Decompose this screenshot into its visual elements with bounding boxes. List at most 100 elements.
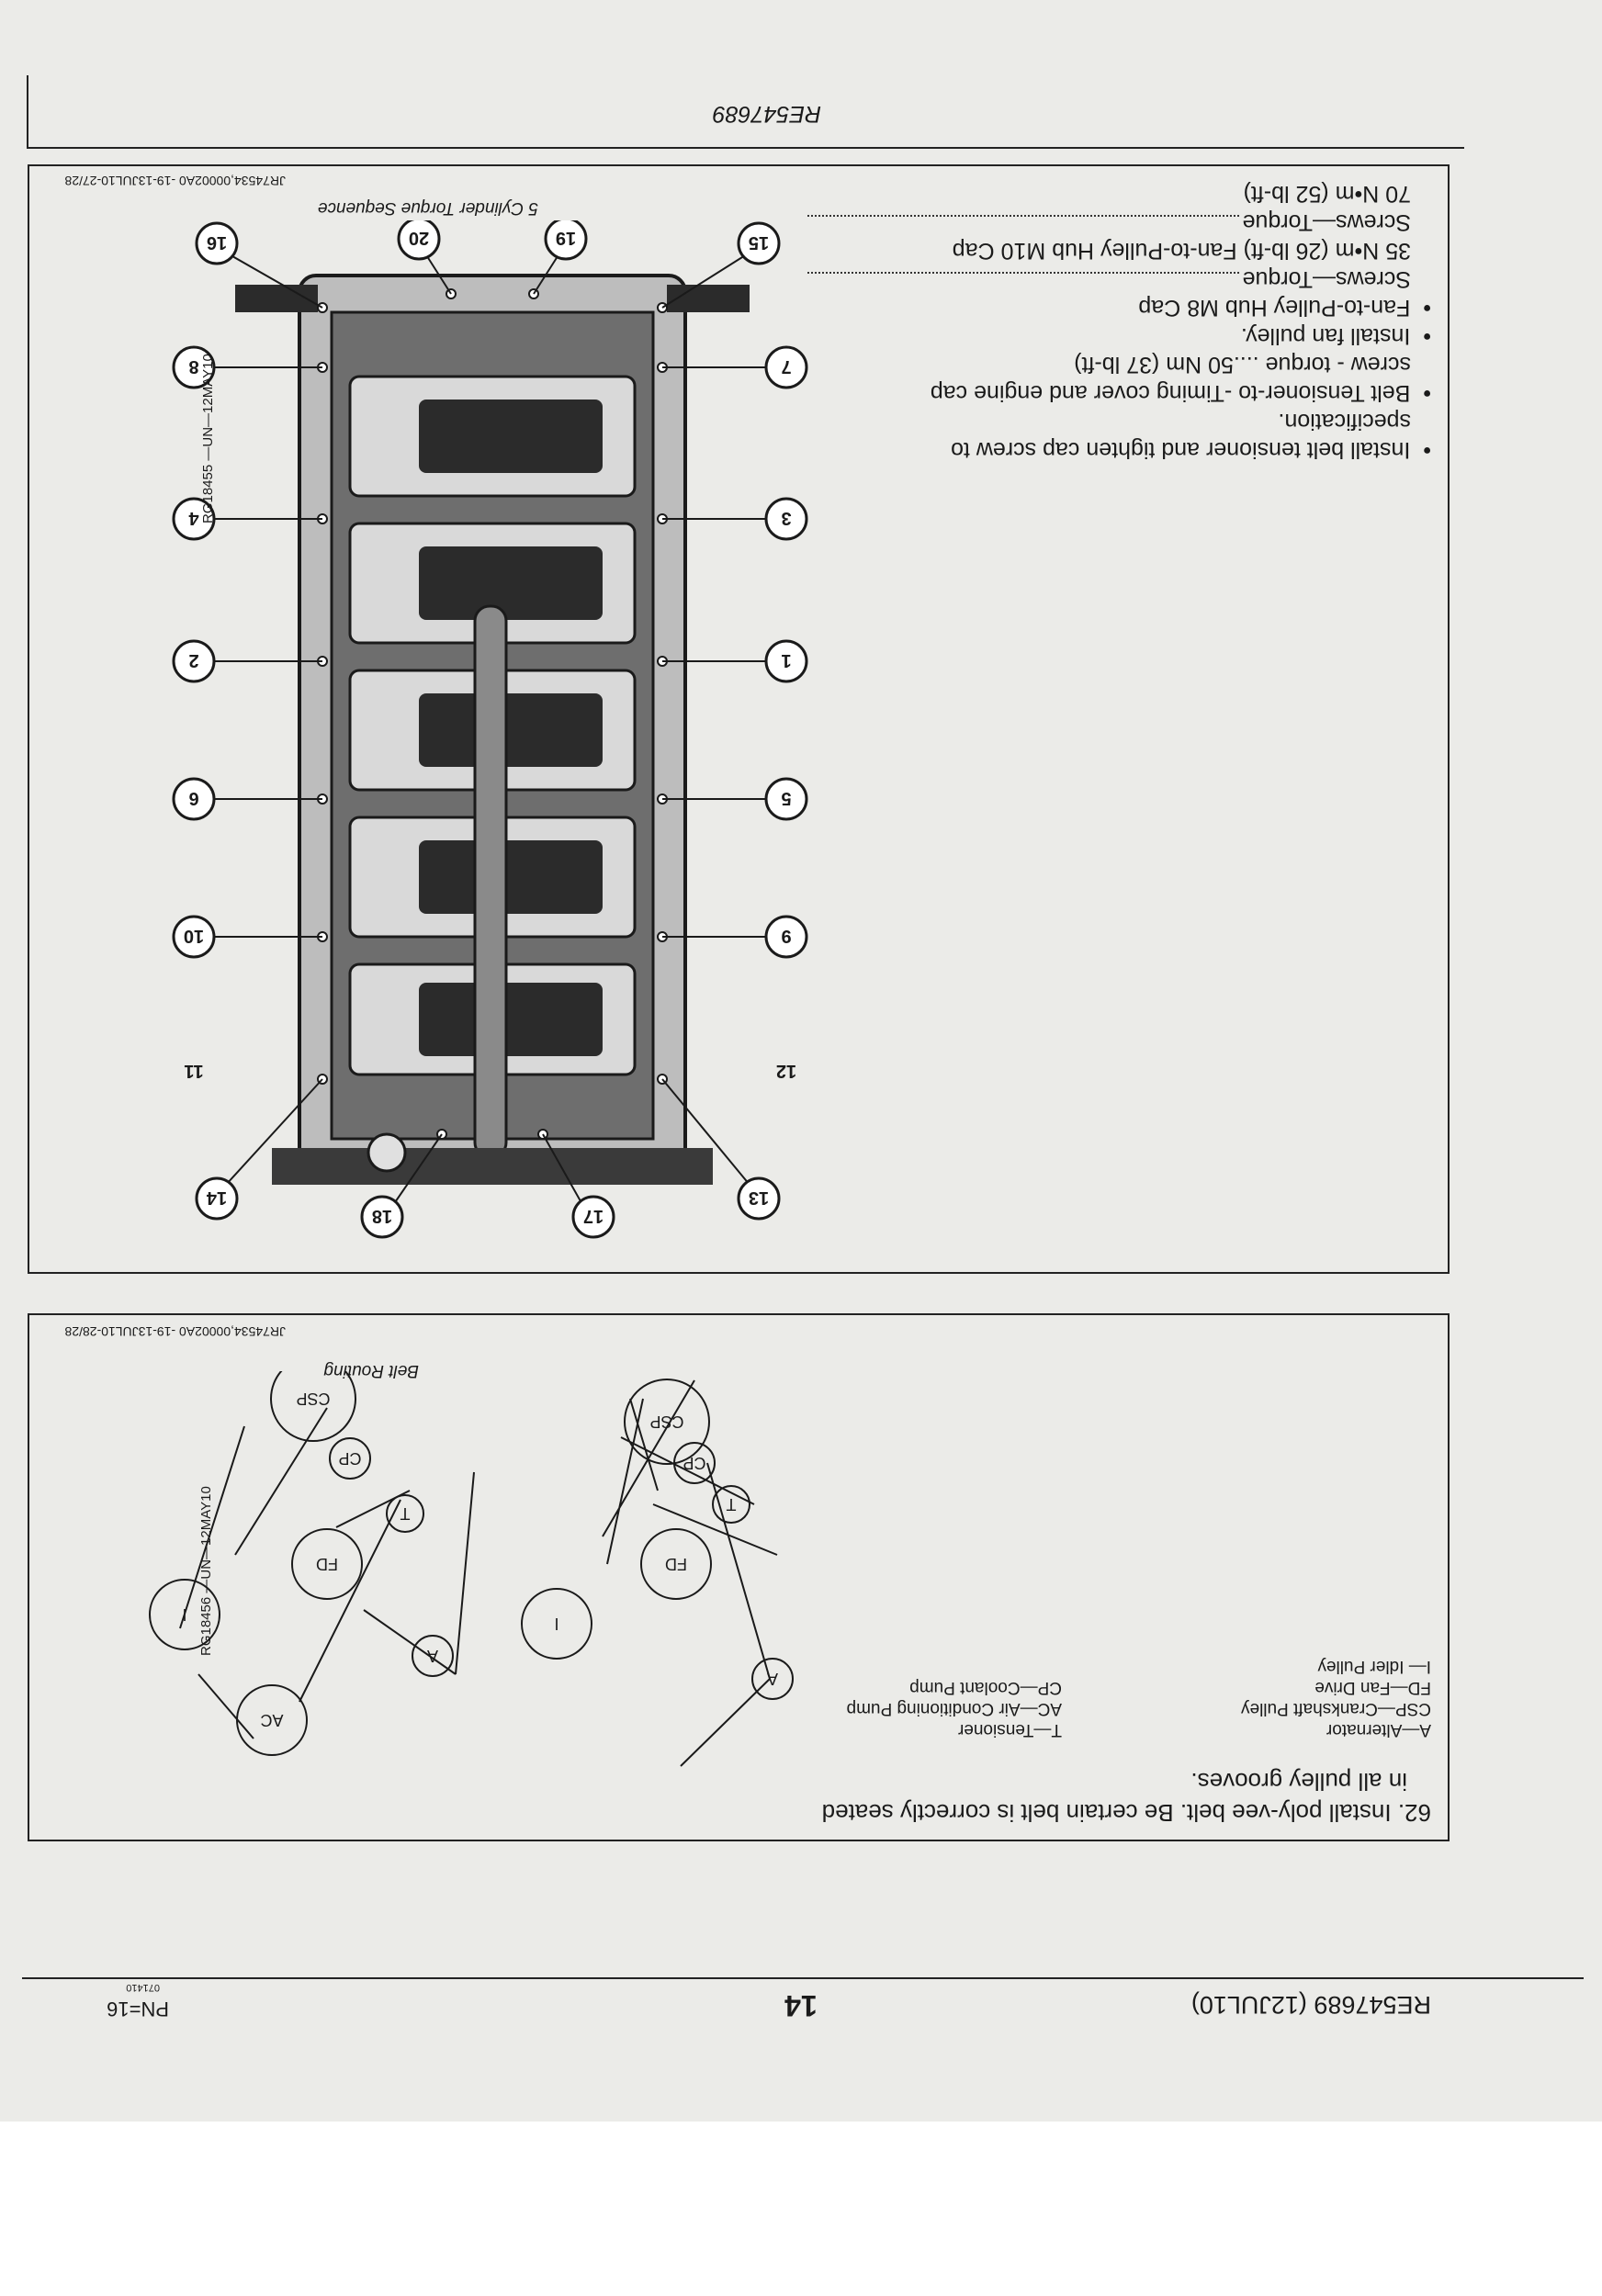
pulley-t-2 (386, 1494, 424, 1533)
callout-17: 17 (583, 1206, 604, 1226)
date-code: 071410 (126, 1982, 160, 1993)
legend-tensioner: T—Tensioner (958, 1720, 1062, 1739)
bullet-4: • Fan-to-Pulley Hub M8 Cap (1138, 295, 1431, 321)
legend-alternator: A—Alternator (1326, 1720, 1431, 1739)
label-cp-2: CP (338, 1449, 361, 1468)
callout-circle-5 (764, 777, 808, 821)
callout-5: 5 (781, 788, 791, 808)
label-a-1: A (767, 1670, 778, 1688)
callout-9: 9 (781, 926, 791, 946)
callout-8: 8 (188, 356, 198, 377)
pulley-a-1 (751, 1658, 794, 1700)
torque-line-1: Screws—Torque (807, 264, 1431, 293)
legend-idler: I— Idler Pulley (1317, 1657, 1431, 1676)
label-t-2: T (400, 1504, 411, 1523)
callout-4: 4 (188, 508, 199, 528)
callout-2: 2 (188, 650, 198, 670)
legend-crankshaft: CSP—Crankshaft Pulley (1241, 1699, 1431, 1718)
bullet-3: • Install fan pulley. (1240, 323, 1431, 349)
pulley-cp-2 (329, 1437, 371, 1480)
bullet-1-text: Install belt tensioner and tighten cap s… (951, 437, 1411, 463)
torque-ref-code: JR74534,00002A0 -19-13JUL10-27/28 (64, 174, 286, 188)
instruction-block: • Install belt tensioner and tighten cap… (807, 179, 1431, 464)
pulley-a-2 (412, 1635, 454, 1677)
bullet-2-cont: screw - torque ....50 Nm (37 lb-ft) (1074, 352, 1411, 377)
callout-20: 20 (409, 228, 429, 248)
callout-circle-15 (737, 221, 781, 265)
callout-circle-20 (397, 220, 441, 261)
callout-circle-18 (360, 1195, 404, 1239)
bullet-2-text: Belt Tensioner-to -Timing cover and engi… (930, 380, 1411, 406)
label-a-2: A (427, 1647, 438, 1665)
callout-circle-17 (571, 1195, 615, 1239)
bullet-1: • Install belt tensioner and tighten cap… (951, 437, 1431, 463)
page-rotated: RE547689 (12JUL10) 14 PN=16 071410 62. I… (22, 75, 1584, 2022)
step-62-line1: 62. Install poly-vee belt. Be certain be… (821, 1799, 1431, 1827)
belt-image-id: RG18456 —UN—12MAY10 (198, 1486, 214, 1656)
header-rule (22, 1977, 1584, 1979)
engine-block-illustration: 9 10 5 6 1 2 3 4 7 8 13 14 17 18 15 16 1… (172, 220, 808, 1239)
callout-13: 13 (749, 1187, 769, 1208)
pulley-csp-2 (270, 1371, 356, 1442)
callout-19: 19 (556, 228, 576, 248)
callout-circle-6 (172, 777, 216, 821)
label-csp-2: CSP (296, 1390, 330, 1408)
bullet-3-text: Install fan pulley. (1240, 323, 1411, 349)
pulley-t-1 (712, 1485, 750, 1524)
pulley-i-2 (149, 1579, 220, 1650)
callout-11-text: 11 (184, 1061, 203, 1081)
torque-value-1: 35 N•m (26 lb-ft) Fan-to-Pulley Hub M10 … (952, 238, 1411, 264)
callout-12-text: 12 (776, 1061, 796, 1081)
legend-right: T—Tensioner AC—Air Conditioning Pump CP—… (847, 1677, 1062, 1740)
label-i-1: I (554, 1615, 558, 1633)
legend-coolant-pump: CP—Coolant Pump (909, 1678, 1062, 1697)
callout-15: 15 (749, 232, 769, 253)
torque-panel: • Install belt tensioner and tighten cap… (28, 164, 1450, 1274)
callout-circle-8 (172, 345, 216, 389)
callout-circle-16 (195, 221, 239, 265)
callout-circle-4 (172, 497, 216, 541)
torque-label-2: Screws—Torque (1242, 209, 1411, 235)
callout-7: 7 (781, 356, 791, 377)
footer-doc-number: RE547689 (712, 101, 821, 127)
callout-circle-9 (764, 915, 808, 959)
belt-diagram-1 (521, 1379, 794, 1767)
torque-value-2: 70 N•m (52 lb-ft) (1243, 181, 1411, 207)
pulley-i-1 (521, 1588, 592, 1660)
belt-caption: Belt Routing (323, 1361, 419, 1380)
bullet-4-text: Fan-to-Pulley Hub M8 Cap (1138, 295, 1411, 321)
torque-image-id: RG18455 —UN—12MAY10 (200, 354, 216, 523)
label-ac-2: AC (260, 1711, 283, 1729)
bullet-1-cont: specification. (1278, 409, 1411, 434)
belt-diagram-2 (149, 1371, 475, 1756)
bullet-2: • Belt Tensioner-to -Timing cover and en… (930, 380, 1431, 406)
callout-6: 6 (188, 788, 198, 808)
pulley-fd-2 (291, 1528, 363, 1600)
label-fd-1: FD (665, 1555, 687, 1573)
leader-dots (807, 272, 1239, 274)
leader-dots (807, 215, 1239, 217)
pn-label: PN=16 (107, 1998, 169, 2020)
legend-left: A—Alternator CSP—Crankshaft Pulley FD—Fa… (1241, 1656, 1431, 1740)
label-csp-1: CSP (649, 1412, 683, 1431)
callout-1: 1 (781, 650, 791, 670)
callout-circle-2 (172, 639, 216, 683)
legend-ac-pump: AC—Air Conditioning Pump (846, 1699, 1062, 1718)
page-number: 14 (784, 1989, 818, 2022)
callout-3: 3 (781, 508, 791, 528)
pulley-ac-2 (236, 1684, 308, 1756)
torque-line-2: Screws—Torque (807, 208, 1431, 236)
torque-label-1: Screws—Torque (1242, 266, 1411, 292)
label-cp-1: CP (683, 1454, 705, 1472)
callout-circle-13 (737, 1176, 781, 1221)
callout-16: 16 (207, 232, 227, 253)
label-fd-2: FD (316, 1555, 338, 1573)
step-62-line2: in all pulley grooves. (1190, 1768, 1407, 1795)
belt-routing-diagram: A T CP CSP FD I A T CP CSP FD I AC (149, 1371, 794, 1767)
footer-box: RE547689 (27, 75, 1464, 149)
callout-10: 10 (184, 926, 204, 946)
callout-circle-3 (764, 497, 808, 541)
callout-circle-7 (764, 345, 808, 389)
label-i-2: I (182, 1605, 186, 1624)
pulley-csp-1 (624, 1379, 710, 1465)
